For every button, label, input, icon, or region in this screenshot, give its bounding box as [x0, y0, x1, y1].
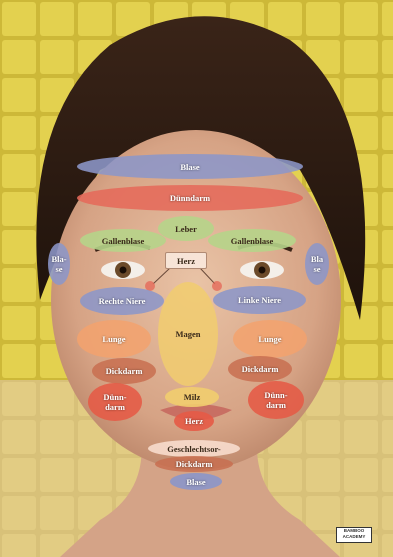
zone-dickdarm-left: Dickdarm [92, 358, 156, 384]
zone-leber: Leber [158, 216, 214, 241]
zone-lunge-left: Lunge [77, 320, 151, 358]
zone-geschlechtsorgane: Geschlechtsor- [148, 440, 240, 457]
zone-magen: Magen [158, 282, 218, 386]
zone-lunge-right: Lunge [233, 320, 307, 358]
zone-blase-forehead: Blase [77, 154, 303, 179]
zone-linke-niere: Linke Niere [213, 286, 306, 314]
zone-gallenblase-right: Gallenblase [208, 229, 296, 252]
zone-duenndarm-cheek-right: Dünn- darm [248, 381, 304, 419]
zone-herz-label: Herz [165, 252, 207, 269]
bamboo-academy-logo: BAMBOO ACADEMY [336, 527, 372, 543]
zone-duenndarm-cheek-left: Dünn- darm [88, 383, 142, 421]
zone-herz-lower: Herz [174, 411, 214, 431]
zone-blase-temple-left: Bla- se [48, 243, 70, 285]
zone-rechte-niere: Rechte Niere [80, 287, 164, 315]
zone-dickdarm-chin: Dickdarm [155, 456, 233, 472]
zone-duenndarm-forehead: Dünndarm [77, 185, 303, 211]
zone-blase-chin: Blase [170, 473, 222, 490]
zone-milz: Milz [165, 387, 219, 407]
zone-gallenblase-left: Gallenblase [80, 229, 166, 252]
zone-dickdarm-right: Dickdarm [228, 356, 292, 382]
zone-blase-temple-right: Bla se [305, 243, 329, 285]
